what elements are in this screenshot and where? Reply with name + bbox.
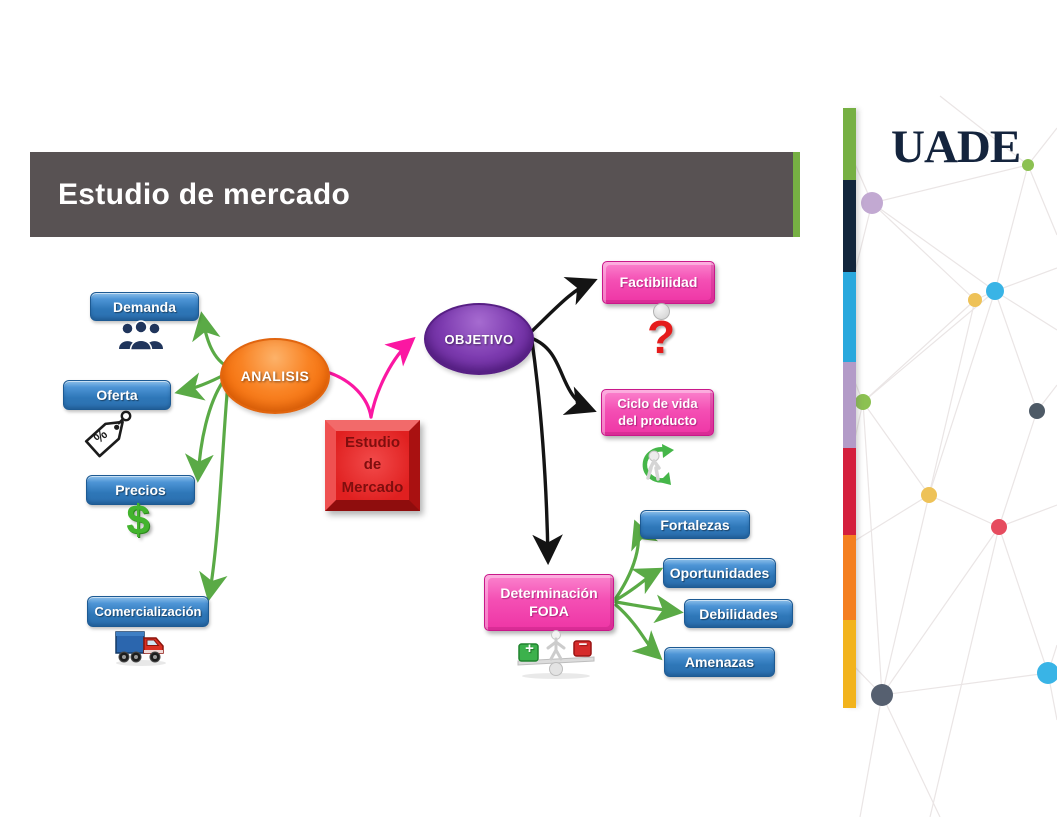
node-objetivo: OBJETIVO [424, 303, 534, 375]
center-line-3: Mercado [341, 478, 404, 496]
minus-glyph: − [578, 636, 588, 653]
link-analisis-to-center [325, 370, 373, 419]
arrow-foda-to-fortalezas [614, 519, 659, 600]
node-oferta: Oferta [63, 380, 171, 410]
node-estudio-de-mercado: Estudio de Mercado [325, 420, 420, 511]
network-dot [861, 192, 883, 214]
title-accent-bar [793, 152, 800, 237]
strip-segment-cyan [843, 272, 856, 362]
strip-segment-orange [843, 535, 856, 620]
center-line-2: de [363, 456, 382, 474]
ciclo-line-2: del producto [618, 412, 697, 428]
center-line-1: Estudio [345, 433, 400, 451]
node-oportunidades: Oportunidades [663, 558, 776, 588]
arrow-analisis-to-comercializacion [199, 380, 230, 602]
node-debilidades: Debilidades [684, 599, 793, 628]
strip-segment-lavender [843, 362, 856, 448]
network-dot [1029, 403, 1045, 419]
network-dot [871, 684, 893, 706]
arrow-foda-to-debilidades [614, 594, 684, 624]
question-glyph: ? [646, 311, 676, 363]
arrow-objetivo-to-ciclo [529, 336, 597, 415]
node-ciclo-de-vida: Ciclo de vida del producto [601, 389, 714, 436]
node-factibilidad: Factibilidad [602, 261, 715, 304]
network-dot [1022, 159, 1034, 171]
dollar-sign-icon: $ [126, 496, 150, 543]
network-dots [855, 159, 1057, 706]
node-amenazas: Amenazas [664, 647, 775, 677]
node-comercializacion: Comercialización [87, 596, 209, 627]
arrow-foda-to-oportunidades [614, 567, 664, 602]
arrow-objetivo-to-factibilidad [529, 276, 598, 334]
node-determinacion-foda: Determinación FODA [484, 574, 614, 631]
arrow-foda-to-amenazas [614, 603, 663, 661]
ciclo-line-1: Ciclo de vida [617, 396, 698, 412]
arrow-objetivo-to-foda [530, 339, 563, 566]
question-mark-figure-icon: ? [642, 303, 680, 363]
strip-segment-green [843, 108, 856, 180]
figure-head [652, 303, 670, 320]
uade-logo: UADE [891, 121, 1021, 173]
strip-segment-navy [843, 180, 856, 272]
node-fortalezas: Fortalezas [640, 510, 750, 539]
page-title: Estudio de mercado [58, 177, 351, 211]
foda-line-2: FODA [529, 602, 569, 619]
strip-segment-yellow [843, 620, 856, 708]
network-dot [921, 487, 937, 503]
delivery-truck-icon [115, 631, 166, 666]
arrow-center-to-objetivo [369, 336, 416, 419]
plus-glyph: + [525, 640, 534, 657]
network-dot [986, 282, 1004, 300]
network-dot [855, 394, 871, 410]
strip-segment-red [843, 448, 856, 535]
node-precios: Precios [86, 475, 195, 505]
price-tag-shape [84, 410, 132, 458]
sidebar-color-strip [843, 108, 856, 708]
price-tag-icon: % [80, 406, 134, 458]
node-demanda: Demanda [90, 292, 199, 321]
center-node-label: Estudio de Mercado [342, 432, 404, 500]
slide-title-bar: Estudio de mercado [30, 152, 800, 237]
arrow-analisis-to-precios [184, 378, 226, 483]
foda-line-1: Determinación [500, 585, 598, 601]
node-analisis: ANALISIS [220, 338, 330, 414]
balance-scale-shape [517, 630, 595, 679]
network-dot [991, 519, 1007, 535]
people-group-icon [119, 320, 163, 350]
network-dot [1037, 662, 1057, 684]
balance-scale-icon: + − [510, 628, 602, 680]
network-dot [968, 293, 982, 307]
recycle-figure-icon [642, 444, 674, 485]
